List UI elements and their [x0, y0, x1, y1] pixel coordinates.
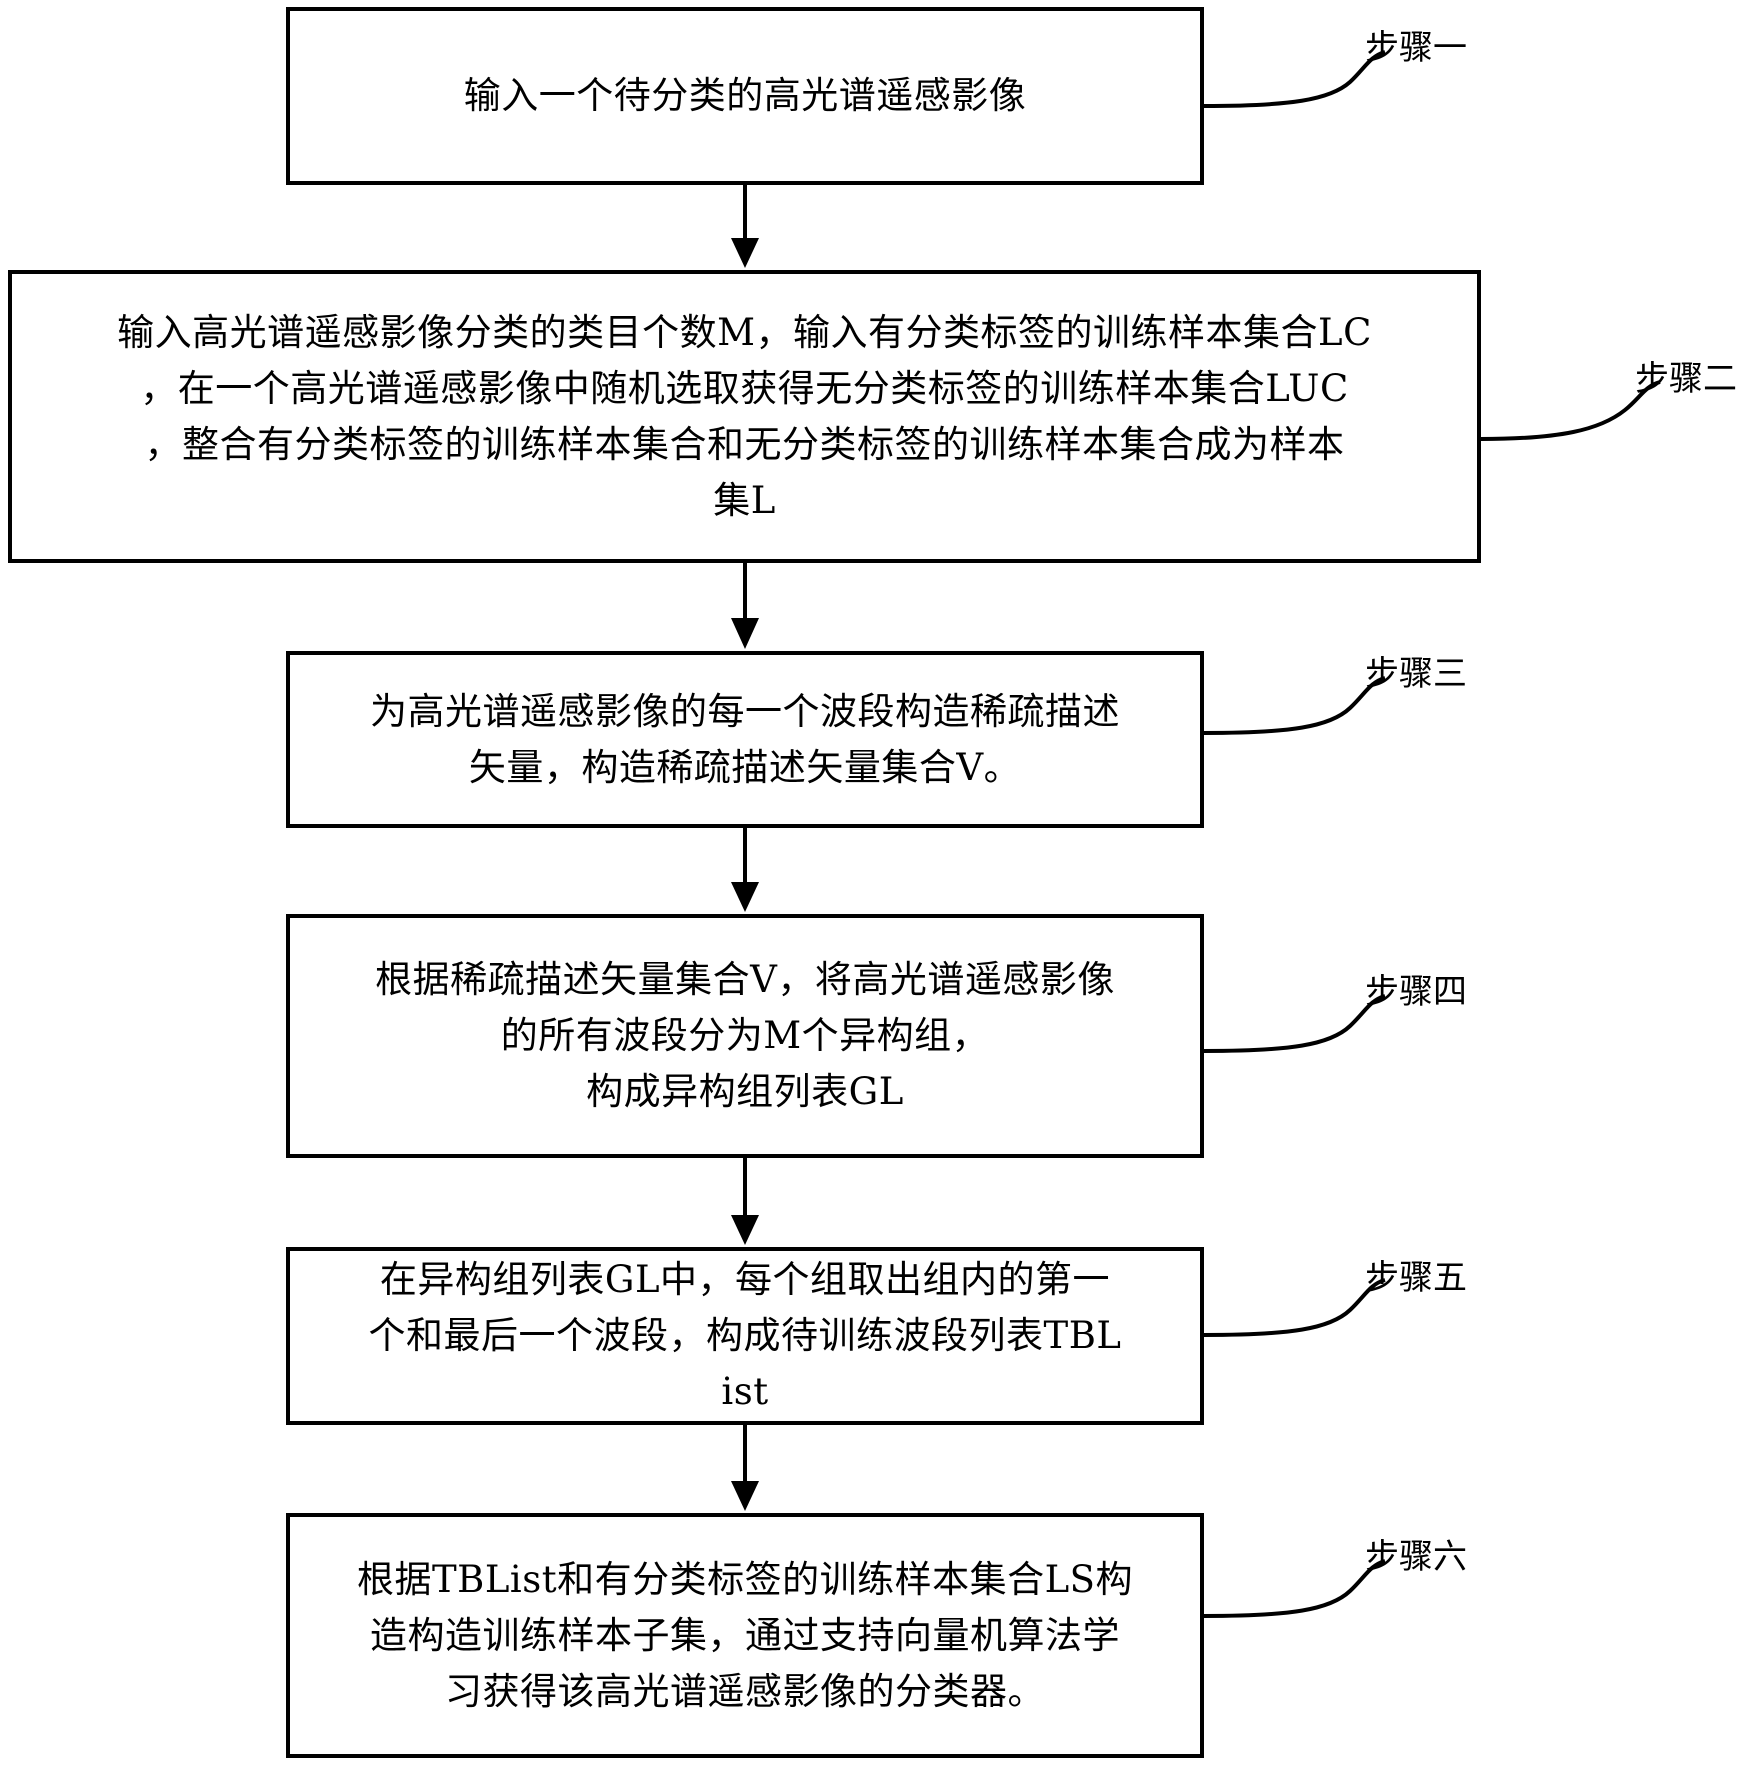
step-label-6: 步骤六 [1365, 1537, 1467, 1577]
leader-line-1 [1203, 50, 1386, 108]
step-box-6: 根据TBList和有分类标签的训练样本集合LS构 造构造训练样本子集，通过支持向… [286, 1513, 1204, 1758]
step-text-2: 输入高光谱遥感影像分类的类目个数M，输入有分类标签的训练样本集合LC ，在一个高… [117, 310, 1372, 522]
step-box-3: 为高光谱遥感影像的每一个波段构造稀疏描述 矢量，构造稀疏描述矢量集合V。 [286, 651, 1204, 828]
step-box-4: 根据稀疏描述矢量集合V，将高光谱遥感影像 的所有波段分为M个异构组， 构成异构组… [286, 914, 1204, 1158]
step-text-4: 根据稀疏描述矢量集合V，将高光谱遥感影像 的所有波段分为M个异构组， 构成异构组… [375, 958, 1115, 1113]
flow-arrow-4-5 [731, 1158, 759, 1245]
leader-line-2 [1480, 380, 1661, 441]
step-label-3: 步骤三 [1365, 654, 1467, 694]
leader-line-6 [1203, 1559, 1386, 1618]
flow-arrow-2-3 [731, 563, 759, 649]
step-text-3: 为高光谱遥感影像的每一个波段构造稀疏描述 矢量，构造稀疏描述矢量集合V。 [370, 689, 1120, 789]
leader-line-4 [1203, 994, 1386, 1053]
step-box-5: 在异构组列表GL中，每个组取出组内的第一 个和最后一个波段，构成待训练波段列表T… [286, 1247, 1204, 1425]
step-text-5: 在异构组列表GL中，每个组取出组内的第一 个和最后一个波段，构成待训练波段列表T… [368, 1258, 1122, 1413]
flow-arrow-3-4 [731, 828, 759, 912]
step-text-1: 输入一个待分类的高光谱遥感影像 [463, 74, 1027, 117]
step-box-1: 输入一个待分类的高光谱遥感影像 [286, 7, 1204, 185]
flow-arrow-1-2 [731, 185, 759, 268]
leader-line-3 [1203, 676, 1386, 735]
step-label-4: 步骤四 [1365, 972, 1467, 1012]
step-label-2: 步骤二 [1635, 359, 1737, 399]
step-box-2: 输入高光谱遥感影像分类的类目个数M，输入有分类标签的训练样本集合LC ，在一个高… [8, 270, 1481, 563]
step-text-6: 根据TBList和有分类标签的训练样本集合LS构 造构造训练样本子集，通过支持向… [356, 1557, 1134, 1713]
leader-line-5 [1203, 1278, 1386, 1337]
step-label-1: 步骤一 [1365, 28, 1467, 68]
step-label-5: 步骤五 [1365, 1258, 1467, 1298]
flow-arrow-5-6 [731, 1425, 759, 1511]
